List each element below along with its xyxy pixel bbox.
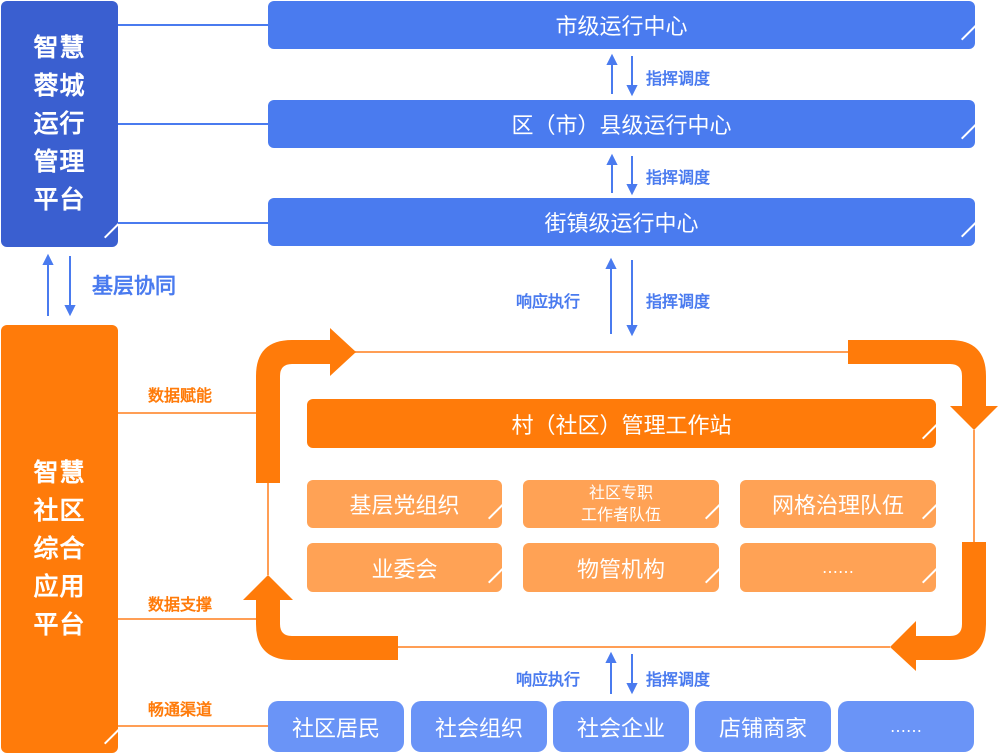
data-empower-label: 数据赋能 (148, 386, 213, 405)
corner-mark-icon (484, 510, 502, 528)
respond-label-2: 响应执行 (516, 670, 581, 689)
item-label: 物管机构 (576, 557, 665, 583)
corner-mark-icon (701, 574, 719, 592)
down-arrowhead-3 (626, 325, 638, 337)
connector-line-channel (118, 725, 268, 727)
participant-label: 社会组织 (434, 716, 523, 742)
participant-social-enterprises: 社会企业 (553, 701, 689, 752)
item-label-line1: 社区专职 (588, 483, 653, 502)
connector-line-support (118, 618, 256, 620)
participant-label: 社区居民 (291, 716, 380, 742)
loop-arrowhead-down (950, 406, 998, 430)
panel-line: 智慧 (33, 458, 86, 487)
dispatch-label-2: 指挥调度 (646, 168, 711, 187)
participant-label: 社会企业 (576, 716, 665, 742)
workstation-item-community-workers: 社区专职 工作者队伍 (523, 480, 719, 528)
loop-arrow-topleft (256, 340, 330, 483)
smart-rongcheng-platform-panel: 智慧 蓉城 运行 管理 平台 (1, 1, 118, 247)
panel-line: 应用 (33, 572, 86, 601)
district-operation-center: 区（市）县级运行中心 (268, 100, 975, 148)
panel-line: 综合 (33, 534, 86, 563)
participant-label: 店铺商家 (718, 716, 807, 742)
loop-arrowhead-up (243, 575, 293, 600)
participant-label: …… (890, 717, 922, 736)
connector-line-city (118, 24, 268, 26)
workstation-item-owners-committee: 业委会 (307, 543, 502, 592)
workstation-item-more: …… (740, 543, 936, 592)
up-arrowhead-4 (605, 651, 617, 663)
workstation-title: 村（社区）管理工作站 (511, 413, 732, 439)
corner-mark-icon (918, 574, 936, 592)
street-operation-center: 街镇级运行中心 (268, 198, 975, 246)
down-arrowhead-4 (626, 683, 638, 695)
center-label: 街镇级运行中心 (544, 212, 699, 237)
loop-arrow-bottomleft (256, 600, 398, 660)
corner-mark-icon (100, 735, 118, 753)
down-arrowhead-1 (626, 85, 638, 97)
panel-line: 社区 (33, 496, 86, 525)
loop-arrow-topright (848, 340, 986, 406)
item-label: 网格治理队伍 (771, 494, 904, 519)
up-arrowhead-2 (606, 153, 618, 165)
corner-mark-icon (918, 430, 936, 448)
center-label: 市级运行中心 (555, 15, 688, 40)
corner-mark-icon (484, 574, 502, 592)
participant-shops: 店铺商家 (695, 701, 831, 752)
corner-mark-icon (957, 130, 975, 148)
item-label: 基层党组织 (349, 494, 460, 519)
connector-line-empower (118, 412, 256, 414)
dispatch-label-1: 指挥调度 (646, 69, 711, 88)
dispatch-label-4: 指挥调度 (646, 670, 711, 689)
up-arrowhead-1 (606, 53, 618, 65)
panel-line: 运行 (33, 109, 86, 138)
up-arrowhead-coord (42, 253, 54, 265)
workstation-item-grid-team: 网格治理队伍 (740, 480, 936, 528)
panel-line: 管理 (33, 147, 86, 176)
open-channel-label: 畅通渠道 (148, 700, 213, 719)
panel-line: 智慧 (33, 33, 86, 62)
item-label: …… (822, 558, 854, 577)
corner-mark-icon (957, 228, 975, 246)
corner-mark-icon (918, 510, 936, 528)
corner-mark-icon (701, 510, 719, 528)
workstation-item-party-org: 基层党组织 (307, 480, 502, 528)
item-label: 业委会 (371, 557, 438, 583)
data-support-label: 数据支撑 (148, 595, 213, 614)
connector-line-district (118, 123, 268, 125)
down-arrowhead-2 (626, 184, 638, 196)
smart-community-platform-panel: 智慧 社区 综合 应用 平台 (1, 325, 118, 753)
participant-social-orgs: 社会组织 (411, 701, 547, 752)
village-community-workstation: 村（社区）管理工作站 (307, 399, 936, 448)
up-arrowhead-3 (605, 257, 617, 269)
workstation-item-property-mgmt: 物管机构 (523, 543, 719, 592)
participant-more: …… (838, 701, 974, 752)
corner-mark-icon (100, 229, 118, 247)
item-label-line2: 工作者队伍 (580, 505, 661, 524)
panel-line: 平台 (33, 610, 86, 639)
down-arrowhead-coord (64, 305, 76, 317)
loop-arrow-bottomright (916, 542, 986, 660)
dispatch-label-3: 指挥调度 (646, 292, 711, 311)
city-operation-center: 市级运行中心 (268, 1, 975, 49)
center-label: 区（市）县级运行中心 (511, 114, 732, 139)
grassroots-coordination-label: 基层协同 (92, 274, 176, 298)
panel-line: 蓉城 (33, 71, 86, 100)
connector-line-street (118, 222, 268, 224)
panel-line: 平台 (33, 185, 86, 214)
loop-arrowhead-right (330, 328, 356, 376)
participant-residents: 社区居民 (268, 701, 404, 752)
loop-arrowhead-left (890, 621, 916, 671)
respond-label-1: 响应执行 (516, 292, 581, 311)
corner-mark-icon (957, 31, 975, 49)
